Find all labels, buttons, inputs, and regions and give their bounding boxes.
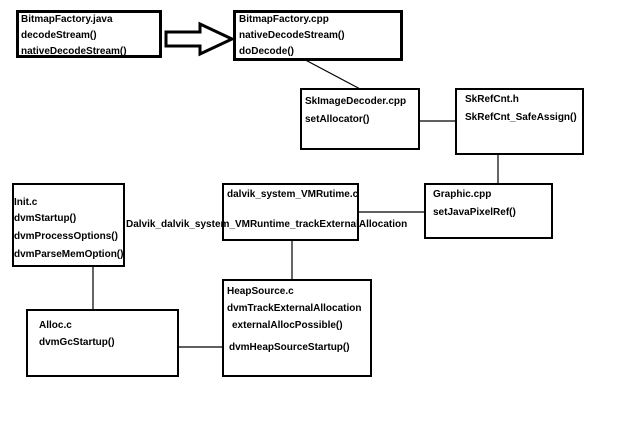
dvmprocessoptions-method: dvmProcessOptions() (14, 231, 118, 242)
bitmapfactory-java-title: BitmapFactory.java (21, 14, 113, 25)
skrefcnt-box (455, 88, 584, 155)
dvmstartup-method: dvmStartup() (14, 213, 77, 224)
externalallocpossible-method: externalAllocPossible() (232, 320, 343, 331)
dvmparsememoption-method: dvmParseMemOption() (14, 249, 124, 260)
skrefcnt-safeassign-method: SkRefCnt_SafeAssign() (465, 112, 577, 123)
dvmgcstartup-method: dvmGcStartup() (39, 337, 115, 348)
alloc-box (26, 309, 179, 377)
setjavapixelref-method: setJavaPixelRef() (433, 207, 516, 218)
graphic-title: Graphic.cpp (433, 189, 492, 200)
heapsource-box (222, 279, 372, 377)
bitmapfactory-java-box (16, 10, 162, 58)
graphic-box (424, 183, 553, 239)
decodestream-method: decodeStream() (21, 30, 97, 41)
init-title: Init.c (14, 197, 38, 208)
skimagedecoder-title: SkImageDecoder.cpp (305, 96, 407, 107)
skrefcnt-title: SkRefCnt.h (465, 94, 519, 105)
vmruntime-box (222, 183, 359, 241)
nativedecodestream-method: nativeDecodeStream() (21, 46, 127, 57)
skimagedecoder-box (300, 88, 420, 150)
dvmheapsourcestartup-method: dvmHeapSourceStartup() (229, 342, 350, 353)
bitmapfactory-cpp-box (233, 10, 403, 61)
jni-function-label: Dalvik_dalvik_system_VMRuntime_trackExte… (126, 219, 408, 230)
heapsource-title: HeapSource.c (227, 286, 294, 297)
init-box (12, 183, 125, 267)
bitmapfactory-cpp-title: BitmapFactory.cpp (239, 14, 329, 25)
nativedecodestream-cpp-method: nativeDecodeStream() (239, 30, 345, 41)
dodecode-method: doDecode() (239, 46, 294, 57)
setallocator-method: setAllocator() (305, 114, 370, 125)
alloc-title: Alloc.c (39, 320, 72, 331)
hollow-arrow (164, 21, 236, 57)
vmruntime-title: dalvik_system_VMRutime.c (227, 189, 359, 200)
dvmtrackexternalallocation-method: dvmTrackExternalAllocation (227, 303, 362, 314)
